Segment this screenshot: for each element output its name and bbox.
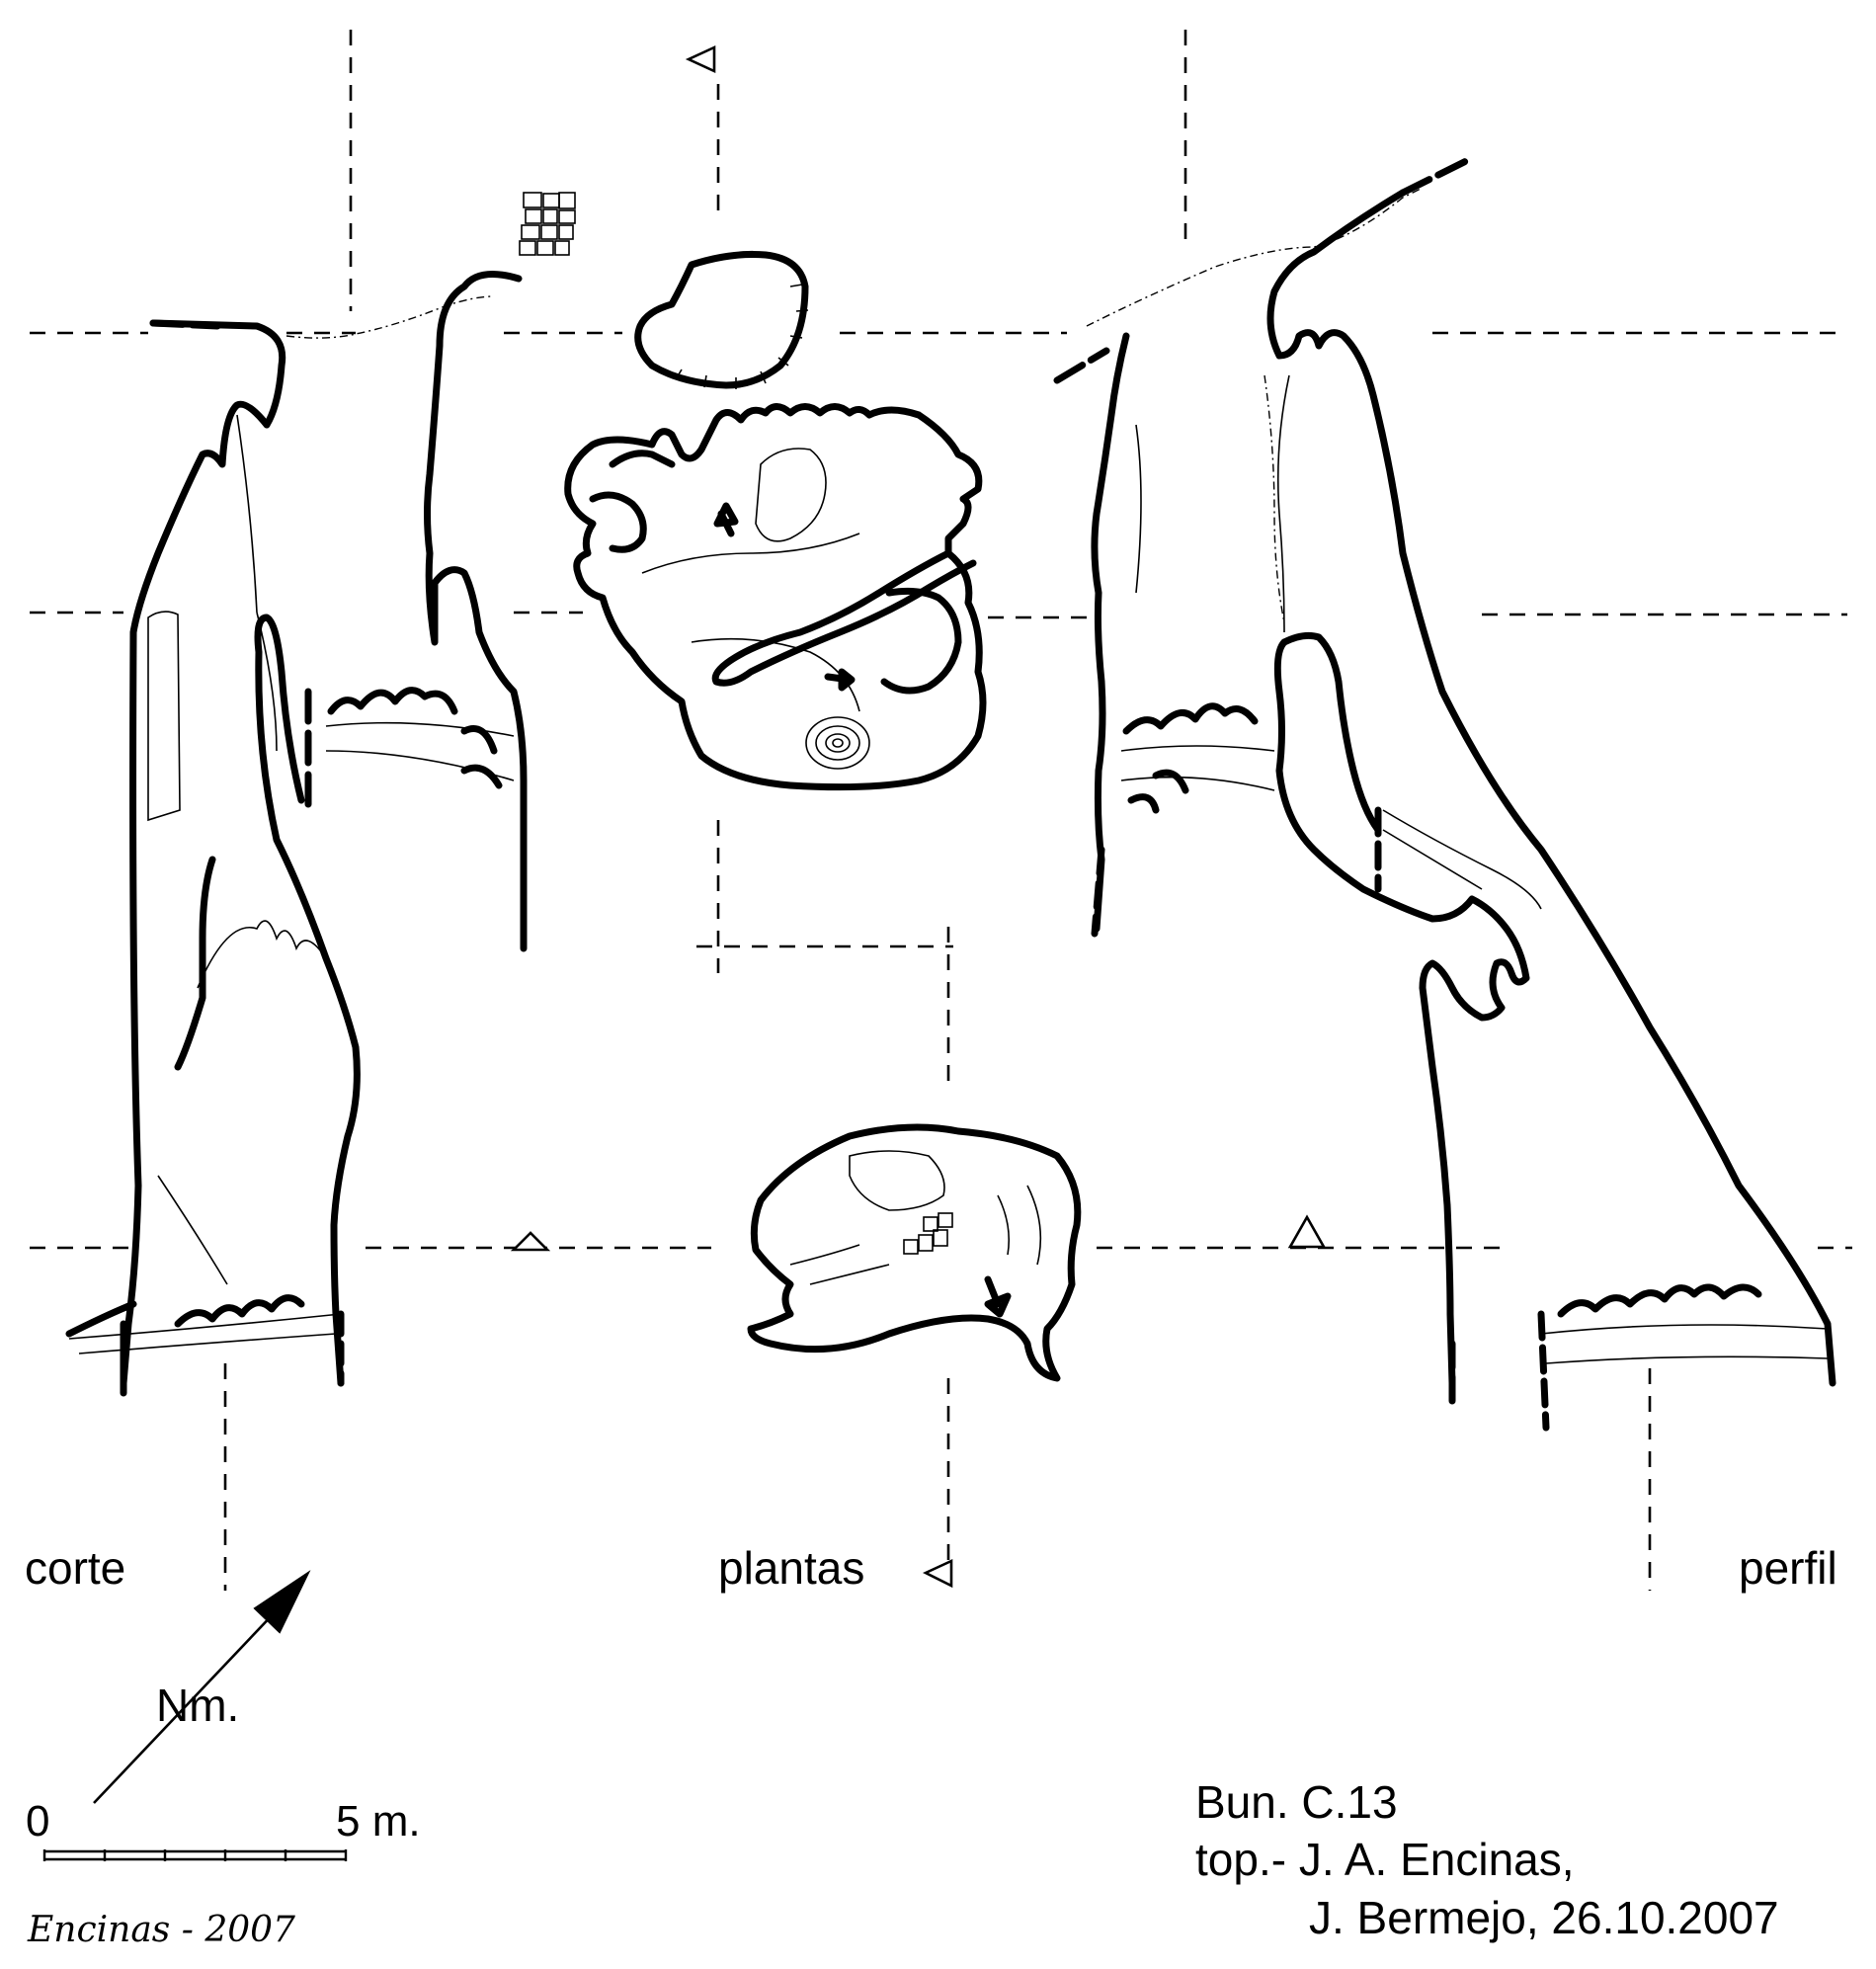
scale-start-label: 0 <box>26 1797 49 1846</box>
plans-label: plantas <box>718 1542 864 1594</box>
rock-blocks <box>519 192 576 256</box>
surveyors-line-1: top.- J. A. Encinas, <box>1195 1834 1575 1885</box>
plan-main-chamber <box>564 403 987 791</box>
scale-bar: 0 5 m. <box>26 1797 421 1861</box>
north-arrow-shaft <box>93 1609 278 1804</box>
north-arrow-head <box>253 1570 311 1634</box>
section-marker-bottom <box>922 1558 953 1589</box>
contour-rings <box>805 716 870 770</box>
profile-drawing <box>1053 154 1836 1432</box>
north-arrow: Nm. <box>93 1570 311 1804</box>
reference-lines <box>30 30 1852 1591</box>
north-label: Nm. <box>156 1680 239 1731</box>
signature: Encinas - 2007 <box>27 1910 295 1950</box>
cave-id: Bun. C.13 <box>1195 1776 1398 1828</box>
scale-end-label: 5 m. <box>336 1797 421 1846</box>
section-drawing <box>65 192 576 1397</box>
profile-label: perfil <box>1739 1542 1837 1594</box>
section-marker-right <box>1287 1214 1327 1249</box>
section-markers <box>510 44 1327 1589</box>
plan-drawings <box>564 250 1082 1382</box>
credits-block: Bun. C.13 top.- J. A. Encinas, J. Bermej… <box>1195 1776 1779 1943</box>
section-marker-left <box>510 1231 551 1252</box>
plan-upper-chamber <box>634 250 809 389</box>
plan-lower-chamber <box>747 1123 1082 1382</box>
surveyors-line-2: J. Bermejo, 26.10.2007 <box>1309 1892 1779 1943</box>
section-marker-top <box>685 44 716 74</box>
section-label: corte <box>25 1542 125 1594</box>
